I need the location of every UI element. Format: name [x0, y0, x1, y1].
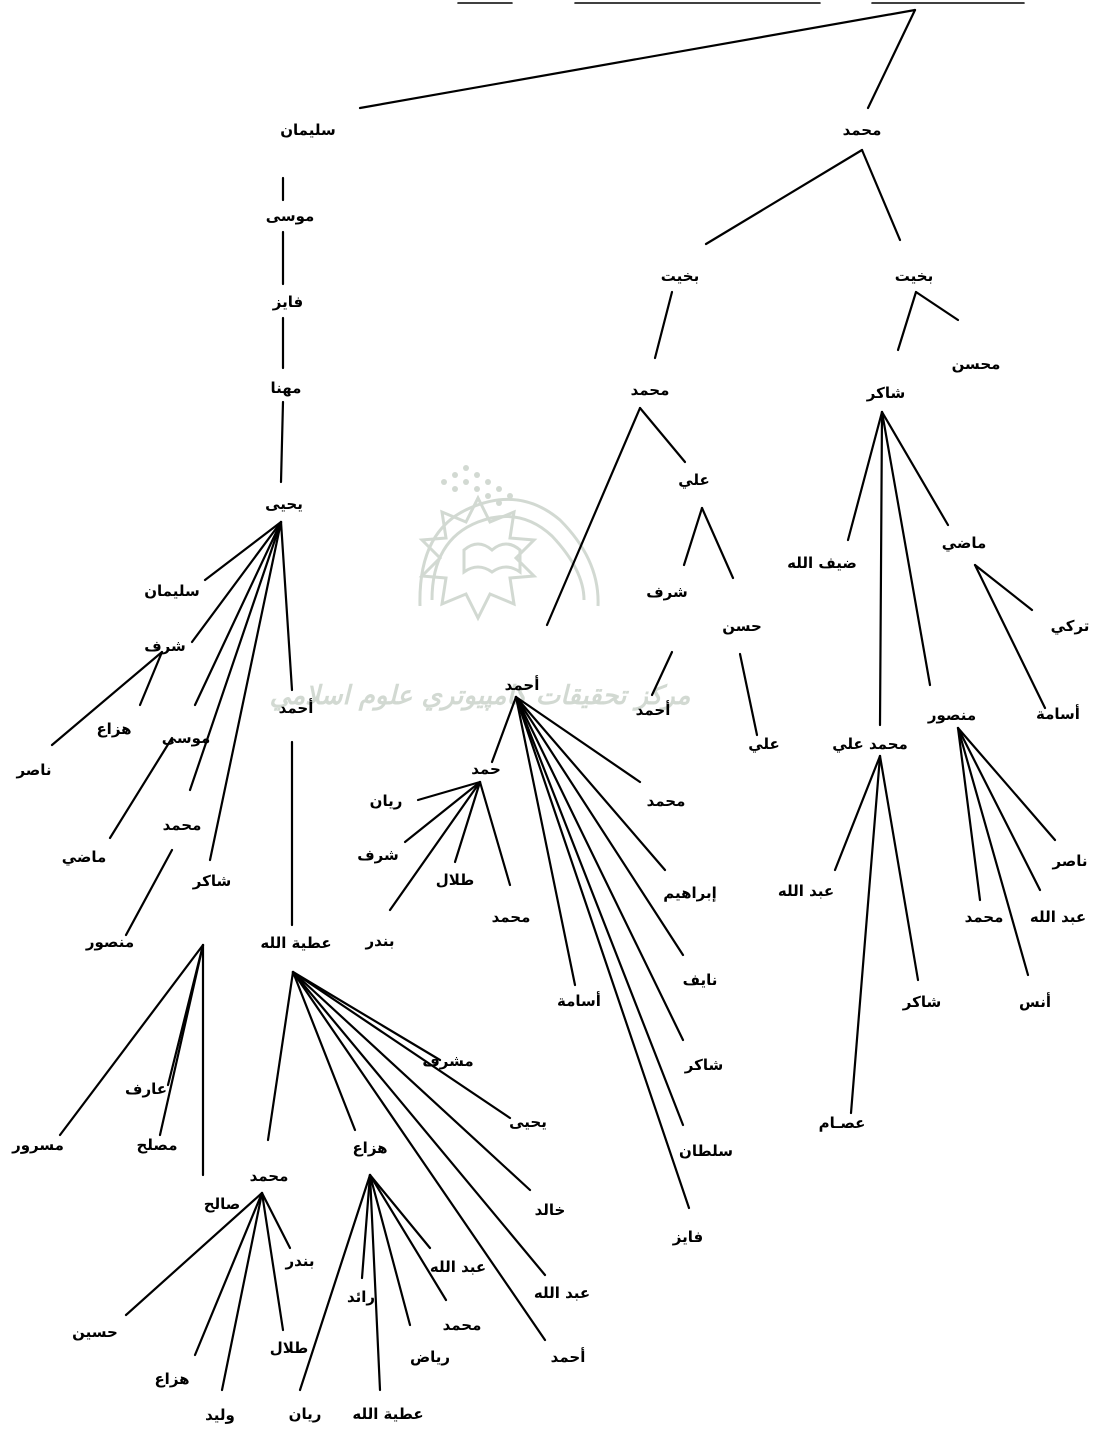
node-hamad: حمد — [471, 760, 501, 778]
node-anas: أنس — [1019, 992, 1051, 1011]
node-fayez: فايز — [272, 293, 303, 311]
node-y-sulaiman: سليمان — [144, 582, 200, 600]
node-usama-1: أسامة — [557, 991, 601, 1010]
node-rayan-2: ريان — [370, 792, 403, 810]
node-masrour: مسرور — [11, 1136, 64, 1154]
node-essam: عصـام — [819, 1114, 866, 1132]
node-c-mohammed: محمد — [647, 792, 686, 810]
node-ahmed-center: أحمد — [505, 675, 540, 694]
node-mohammed-r: محمد — [965, 908, 1004, 926]
node-ibrahim: إبراهيم — [663, 884, 717, 902]
node-mansour-r: منصور — [927, 706, 976, 724]
watermark-logo — [418, 465, 600, 622]
node-ahmed-s: أحمد — [636, 700, 671, 719]
node-khaled: خالد — [535, 1201, 566, 1219]
node-bakheet-left: بخيت — [661, 267, 699, 285]
node-madi-r: ماضي — [942, 534, 987, 552]
tree-labels: سليمان موسى فايز مهنا يحيى سليمان شرف نا… — [11, 121, 1089, 1424]
node-shaker-3: شاكر — [684, 1056, 723, 1074]
node-mushrif: مشرف — [422, 1052, 473, 1070]
node-ali-2: علي — [748, 735, 780, 753]
node-husain: حسين — [72, 1323, 118, 1341]
node-riyadh: رياض — [410, 1348, 450, 1366]
node-muslih: مصلح — [136, 1136, 177, 1154]
node-y-musa: موسى — [162, 729, 211, 747]
node-nasser-r: ناصر — [1051, 852, 1087, 870]
node-dhaifallah: ضيف الله — [787, 554, 857, 572]
node-a-hazza: هزاع — [352, 1139, 387, 1157]
node-nayef: نايف — [683, 971, 718, 989]
node-muhsin: محسن — [952, 355, 1001, 373]
node-abdullah-r: عبد الله — [1030, 908, 1086, 926]
node-bandar-1: بندر — [284, 1252, 314, 1270]
node-atiyatallah: عطية الله — [260, 934, 331, 952]
node-rayan-1: ريان — [289, 1405, 322, 1423]
node-madi-1: ماضي — [62, 848, 107, 866]
node-atiyatallah-2: عطية الله — [352, 1405, 423, 1423]
node-sharaf-2: شرف — [646, 583, 688, 601]
node-h-abdullah: عبد الله — [430, 1258, 486, 1276]
node-yahya: يحيى — [265, 495, 303, 513]
node-m-mohammed: محمد — [631, 381, 670, 399]
node-h-mohammed: محمد — [443, 1316, 482, 1334]
node-shaker-ma: شاكر — [902, 993, 941, 1011]
node-a-mohammed: محمد — [250, 1167, 289, 1185]
node-nasser-1: ناصر — [15, 761, 51, 779]
watermark-text: مركز تحقيقات كامپيوتري علوم اسلامي — [270, 681, 691, 711]
node-y-shaker: شاكر — [192, 872, 231, 890]
node-ali: علي — [678, 471, 710, 489]
node-shaker-r: شاكر — [866, 384, 905, 402]
node-fayez-2: فايز — [672, 1228, 703, 1246]
node-usama-r: أسامة — [1036, 704, 1080, 723]
node-sultan: سلطان — [679, 1142, 733, 1160]
node-y-mohammed: محمد — [163, 816, 202, 834]
node-walid: وليد — [205, 1406, 235, 1424]
node-mansour-1: منصور — [85, 933, 134, 951]
node-bakheet-right: بخيت — [895, 267, 933, 285]
tree-connectors — [50, 8, 1057, 1392]
node-turki: تركي — [1051, 617, 1090, 635]
node-abdullah-ma: عبد الله — [778, 882, 834, 900]
node-talal-2: طلال — [436, 871, 475, 889]
node-sharaf-3: شرف — [357, 846, 399, 864]
node-bandar-2: بندر — [364, 932, 394, 950]
node-hamad-mohammed: محمد — [492, 908, 531, 926]
node-mohammed-ali: محمد علي — [832, 735, 908, 753]
node-hazza-1: هزاع — [96, 720, 131, 738]
node-mohammed-root: محمد — [843, 121, 882, 139]
node-y-ahmed: أحمد — [279, 698, 314, 717]
node-saleh: صالح — [204, 1195, 241, 1213]
node-hazza-2: هزاع — [154, 1370, 189, 1388]
node-mahna: مهنا — [271, 379, 302, 397]
node-raed: رائد — [347, 1288, 375, 1306]
node-sulaiman-root: سليمان — [280, 121, 336, 139]
node-hasan: حسن — [722, 617, 762, 635]
node-y-sharaf: شرف — [144, 637, 186, 655]
node-ahmed-b: أحمد — [551, 1347, 586, 1366]
node-musa: موسى — [266, 207, 315, 225]
node-aref: عارف — [125, 1080, 167, 1098]
node-abdullah-b: عبد الله — [534, 1284, 590, 1302]
node-yahya-2: يحيى — [509, 1113, 547, 1131]
node-talal-1: طلال — [270, 1339, 309, 1357]
